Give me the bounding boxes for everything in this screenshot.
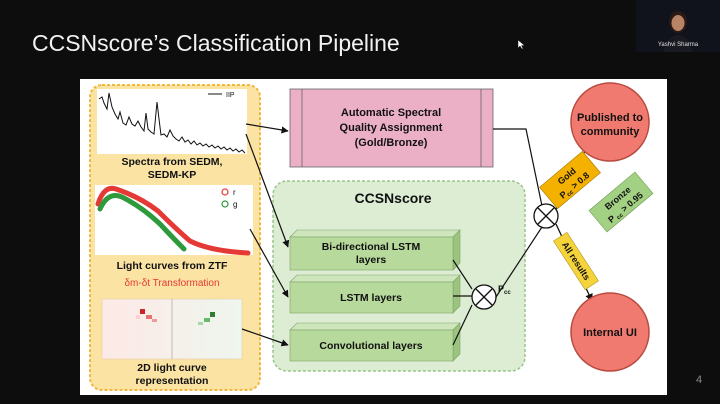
conv-box bbox=[289, 329, 454, 362]
presenter-name: Yashvi Sharma bbox=[657, 42, 699, 48]
spectra-caption-line2: SEDM-KP bbox=[148, 169, 196, 181]
spectra-caption-line1: Spectra from SEDM, bbox=[122, 156, 223, 168]
mouse-cursor-icon bbox=[518, 40, 526, 50]
spectra-plot bbox=[97, 89, 247, 154]
bronze-tag: Bronze P cc > 0.95 bbox=[588, 171, 654, 233]
internal-ui-label: Internal UI bbox=[583, 327, 637, 339]
light-curve-g bbox=[97, 193, 187, 252]
lc-2d-caption-line2: representation bbox=[136, 375, 209, 387]
spectral-quality-box bbox=[289, 88, 494, 168]
light-curve-r bbox=[95, 185, 251, 256]
lc-2d-caption-line1: 2D light curve bbox=[137, 362, 207, 374]
bilstm-box bbox=[289, 236, 454, 271]
lc-legend-r: r bbox=[233, 188, 236, 197]
transform-label: δm-δt Transformation bbox=[124, 278, 219, 289]
spectral-box-line2: Quality Assignment bbox=[340, 122, 443, 134]
slide-canvas: IIP Spectra from SEDM, SEDM-KP r g Light… bbox=[80, 79, 667, 395]
gold-tag: Gold Pcc > 0.8 bbox=[539, 150, 601, 210]
published-line1: Published to bbox=[577, 112, 643, 124]
slide-title: CCSNscore’s Classification Pipeline bbox=[32, 30, 400, 56]
lstm-box bbox=[289, 281, 454, 314]
published-line2: community bbox=[581, 126, 641, 138]
lstm-label: LSTM layers bbox=[340, 292, 402, 304]
lc-legend-g: g bbox=[233, 200, 237, 209]
pipeline-diagram: IIP Spectra from SEDM, SEDM-KP r g Light… bbox=[89, 82, 654, 391]
spectrum-line bbox=[98, 92, 246, 154]
conv-label: Convolutional layers bbox=[319, 340, 422, 352]
spectral-box-line3: (Gold/Bronze) bbox=[355, 137, 428, 149]
spectra-legend-iip: IIP bbox=[226, 92, 235, 99]
presenter-video-thumbnail: Yashvi Sharma bbox=[636, 0, 720, 52]
ccsnscore-title: CCSNscore bbox=[354, 190, 431, 206]
light-curve-caption: Light curves from ZTF bbox=[117, 260, 228, 272]
bilstm-line1: Bi-directional LSTM bbox=[322, 241, 421, 253]
published-node bbox=[570, 82, 650, 162]
page-number: 4 bbox=[696, 374, 703, 386]
spectral-box-line1: Automatic Spectral bbox=[341, 107, 441, 119]
internal-ui-node bbox=[570, 292, 650, 372]
bilstm-line2: layers bbox=[356, 254, 387, 266]
all-results-tag: All results bbox=[553, 231, 599, 291]
presenter-avatar bbox=[636, 0, 720, 52]
